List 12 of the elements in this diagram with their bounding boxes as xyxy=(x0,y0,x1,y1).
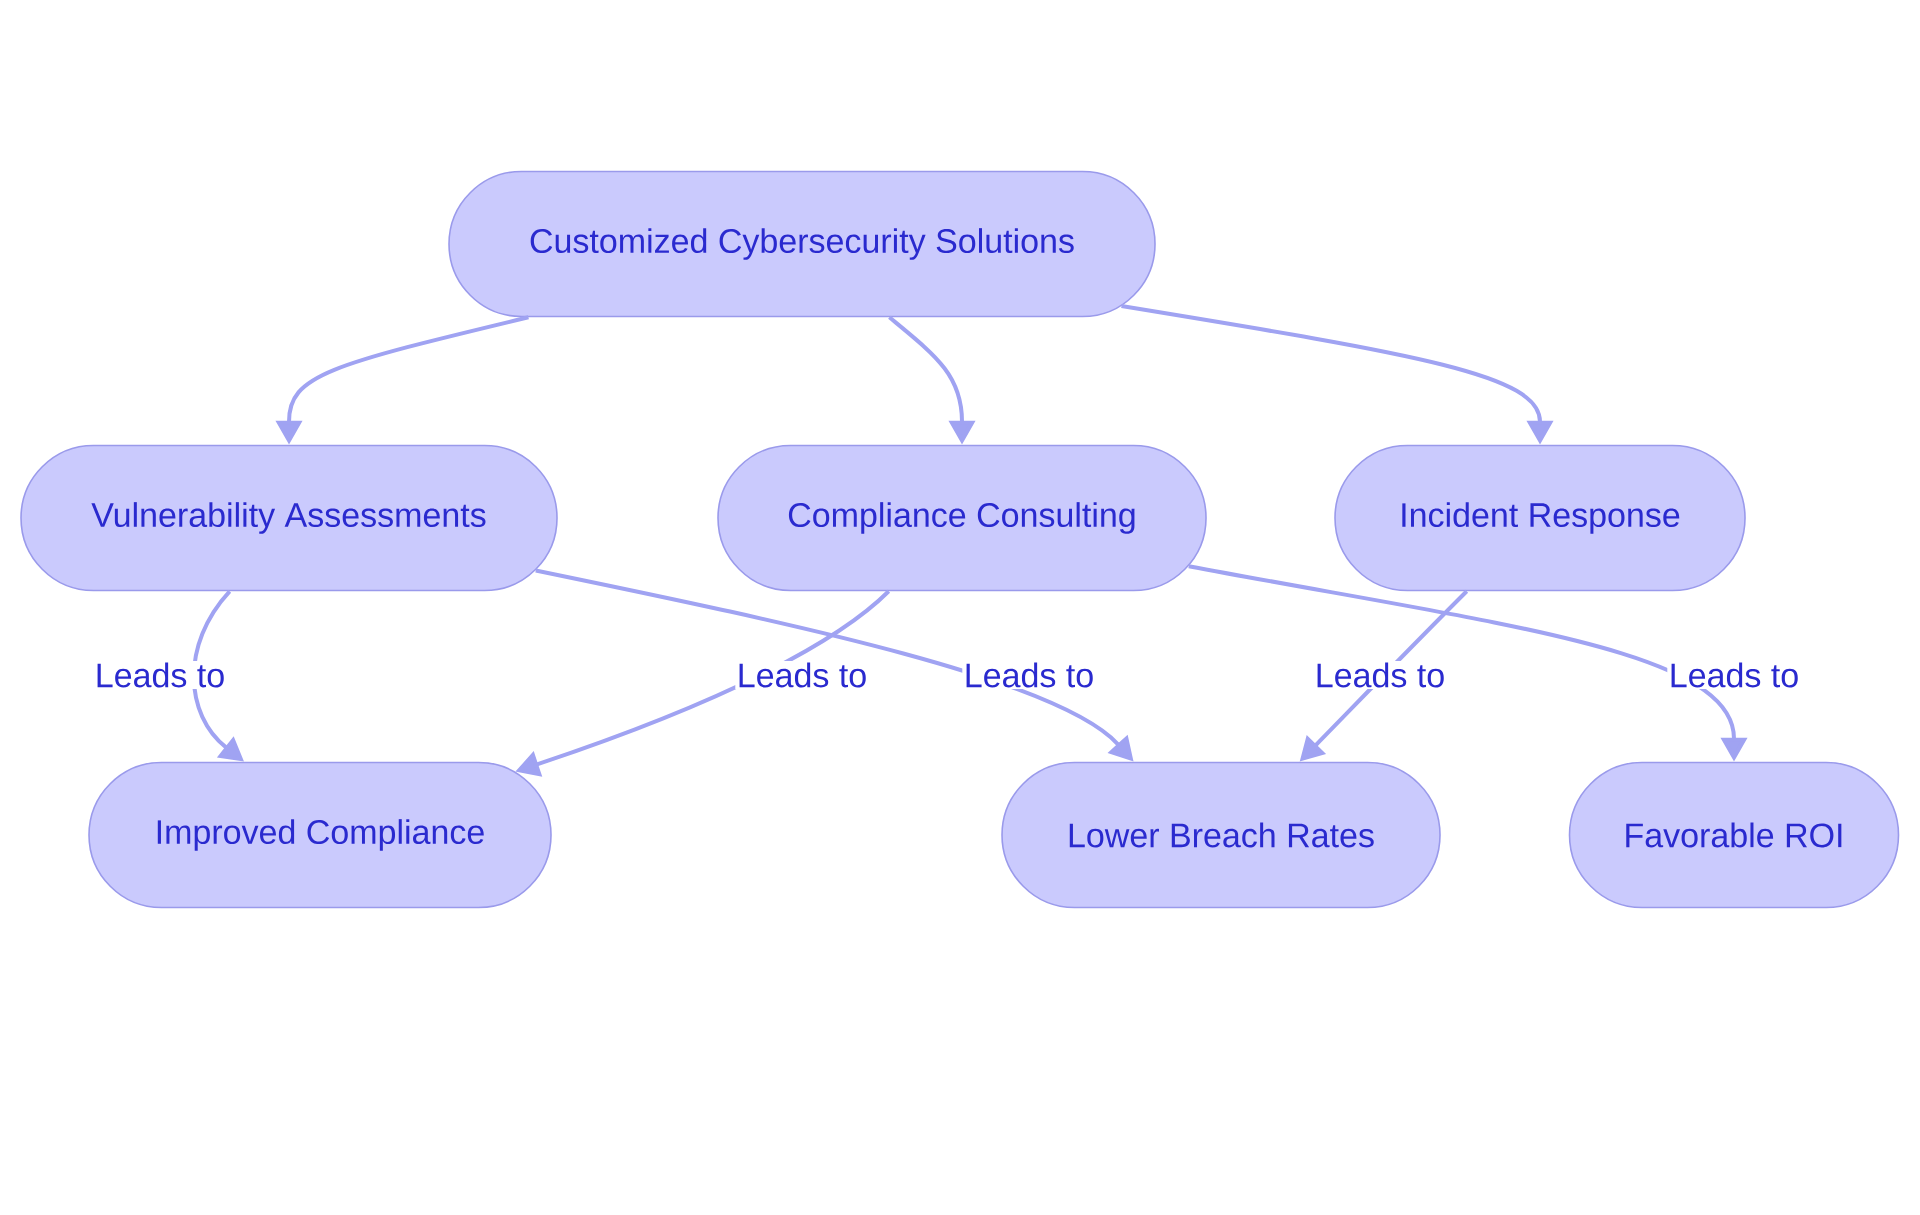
edge-label: Leads to xyxy=(1667,661,1801,689)
process-box: Customized Cybersecurity Solutions xyxy=(448,170,1156,318)
process-box: Incident Response xyxy=(1334,444,1746,592)
process-box: Lower Breach Rates xyxy=(1001,761,1441,909)
process-box: Compliance Consulting xyxy=(717,444,1207,592)
process-box: Favorable ROI xyxy=(1568,761,1900,909)
process-box: Vulnerability Assessments xyxy=(20,444,558,592)
process-box: Improved Compliance xyxy=(88,761,552,909)
edge-label: Leads to xyxy=(962,661,1096,689)
edge-label: Leads to xyxy=(1313,661,1447,689)
edge-label: Leads to xyxy=(735,661,869,689)
edge-label: Leads to xyxy=(93,661,227,689)
